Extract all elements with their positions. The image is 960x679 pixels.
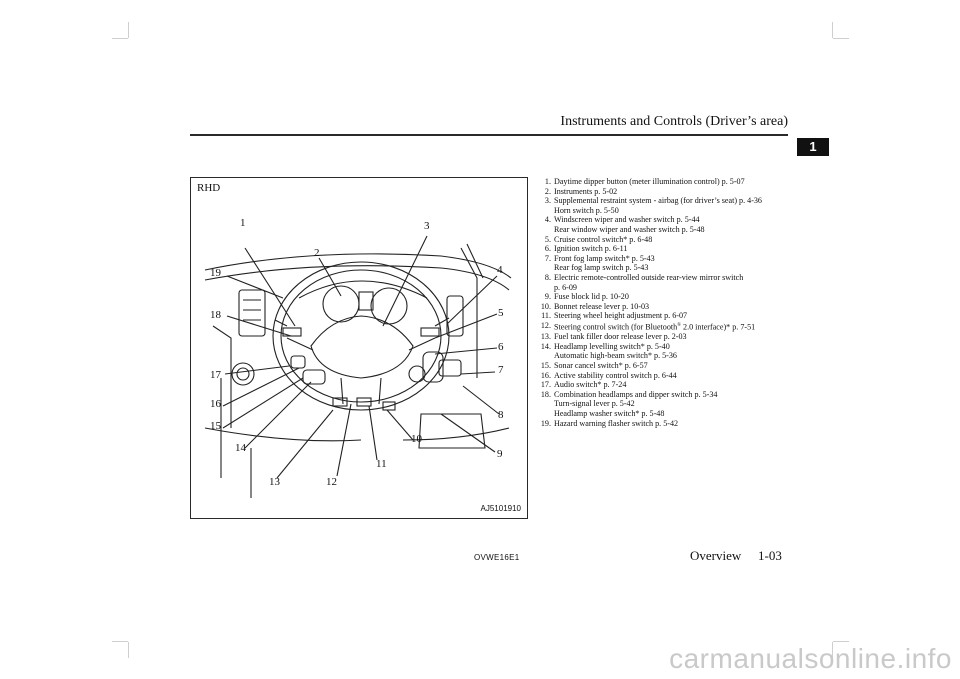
- legend-item: 12.Steering control switch (for Bluetoot…: [540, 320, 756, 332]
- crop-mark: [833, 38, 849, 39]
- header-divider: [190, 134, 788, 136]
- legend-item: 5.Cruise control switch* p. 6-48: [544, 234, 653, 244]
- crop-mark: [112, 38, 128, 39]
- footer-code: OVWE16E1: [474, 553, 520, 562]
- callout-6: 6: [498, 341, 504, 353]
- callout-7: 7: [498, 364, 504, 376]
- callout-1: 1: [240, 217, 246, 229]
- legend-item: 4.Windscreen wiper and washer switch p. …: [544, 215, 705, 234]
- crop-mark: [128, 642, 129, 658]
- legend-item: 2.Instruments p. 5-02: [544, 186, 618, 196]
- dashboard-figure: RHD AJ5101910 1 2 3 4 5 6 7 8 9 10 11 12…: [190, 177, 528, 519]
- legend-item: 3.Supplemental restraint system - airbag…: [544, 196, 762, 215]
- legend-item: 15.Sonar cancel switch* p. 6-57: [540, 360, 648, 370]
- callout-19: 19: [210, 267, 221, 279]
- callout-14: 14: [235, 442, 246, 454]
- legend-item: 8.Electric remote-controlled outside rea…: [544, 272, 744, 292]
- legend-item: 18.Combination headlamps and dipper swit…: [540, 389, 718, 418]
- callout-15: 15: [210, 420, 221, 432]
- callout-12: 12: [326, 476, 337, 488]
- legend-item: 19.Hazard warning flasher switch p. 5-42: [540, 418, 679, 428]
- callout-18: 18: [210, 309, 221, 321]
- legend-item: 11.Steering wheel height adjustment p. 6…: [541, 311, 688, 321]
- dashboard-illustration: [204, 235, 512, 498]
- legend-item: 1.Daytime dipper button (meter illuminat…: [544, 177, 745, 186]
- callout-16: 16: [210, 398, 221, 410]
- page-header-title: Instruments and Controls (Driver’s area): [560, 114, 788, 129]
- callout-8: 8: [498, 409, 504, 421]
- legend-item: 16.Active stability control switch p. 6-…: [540, 370, 677, 380]
- crop-mark: [832, 642, 833, 658]
- figure-label: RHD: [197, 182, 221, 194]
- chapter-tab[interactable]: 1: [797, 138, 829, 156]
- callout-5: 5: [498, 307, 504, 319]
- callout-4: 4: [497, 264, 503, 276]
- callout-17: 17: [210, 369, 221, 381]
- legend-item: 9.Fuse block lid p. 10-20: [544, 292, 629, 302]
- crop-mark: [128, 22, 129, 38]
- callout-2: 2: [314, 247, 320, 259]
- crop-mark: [833, 641, 849, 642]
- callout-11: 11: [376, 458, 387, 470]
- legend-item: 17.Audio switch* p. 7-24: [540, 380, 627, 390]
- callout-13: 13: [269, 476, 280, 488]
- legend-item: 10.Bonnet release lever p. 10-03: [540, 301, 650, 311]
- callout-3: 3: [424, 220, 430, 232]
- page-number: 1-03: [758, 548, 782, 563]
- crop-mark: [112, 641, 128, 642]
- legend-item: 6.Ignition switch p. 6-11: [544, 244, 628, 254]
- crop-mark: [832, 22, 833, 38]
- controls-legend: 1.Daytime dipper button (meter illuminat…: [539, 177, 789, 428]
- legend-item: 13.Fuel tank filler door release lever p…: [540, 332, 687, 342]
- callout-10: 10: [411, 433, 422, 445]
- footer-section: Overview: [690, 548, 742, 563]
- callout-9: 9: [497, 448, 503, 460]
- figure-code: AJ5101910: [480, 504, 521, 513]
- watermark-text: carmanualsonline.info: [669, 643, 952, 674]
